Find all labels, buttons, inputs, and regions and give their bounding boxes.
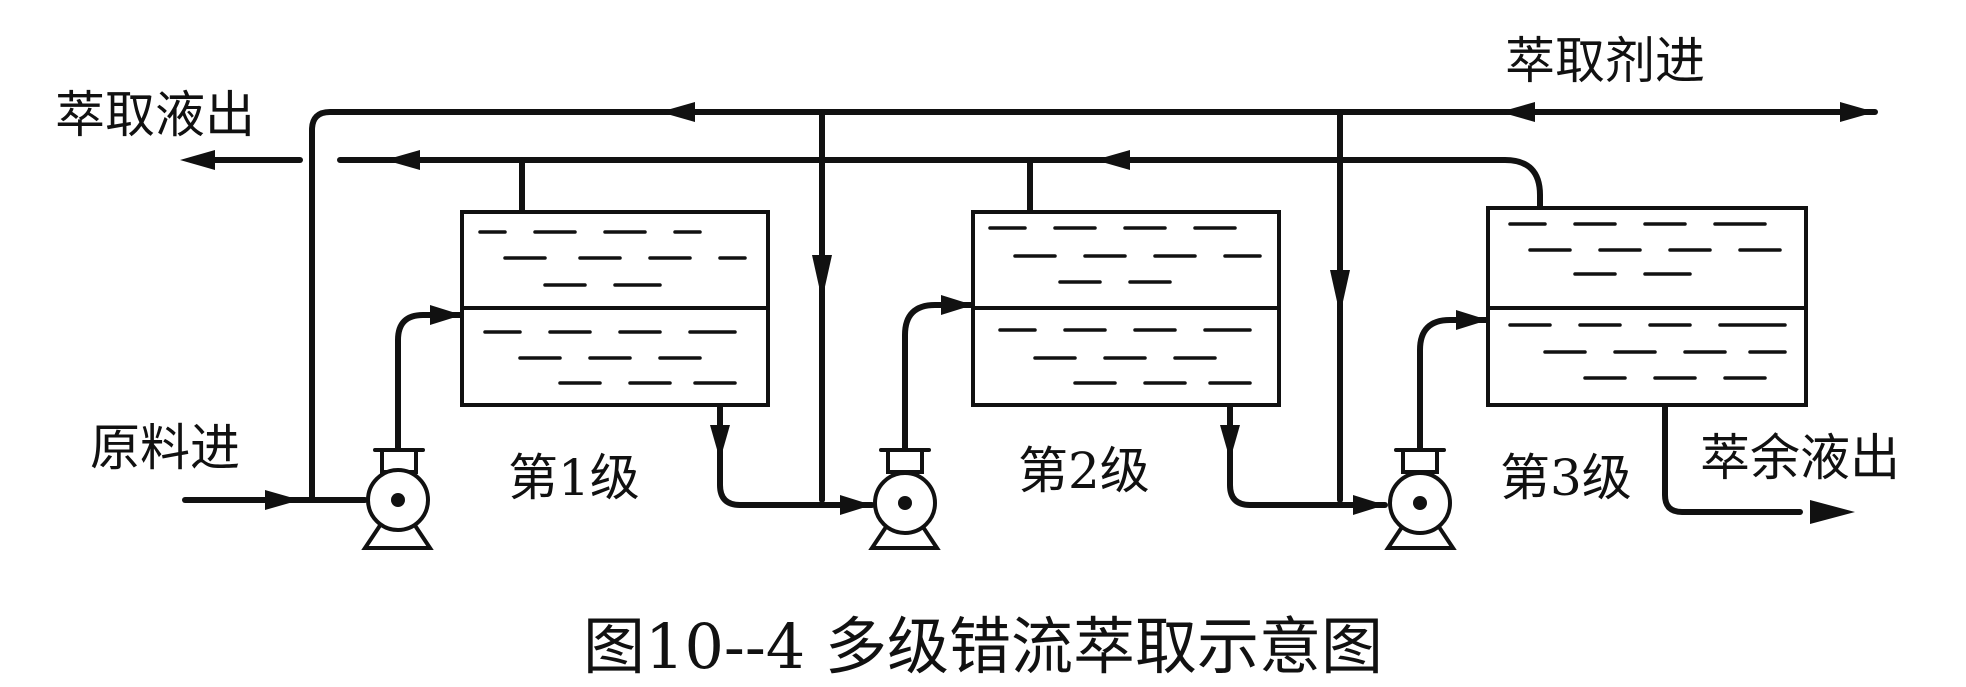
- stage2-down-arrow: [1220, 425, 1240, 460]
- extract-out-arrow: [180, 150, 215, 170]
- stage1-down-arrow: [710, 425, 730, 460]
- solvent-header-arrow-1: [660, 102, 695, 122]
- stage3-upper-liquid: [1508, 222, 1782, 276]
- raffinate-out-label: 萃余液出: [1700, 429, 1900, 487]
- stage1-lower-liquid: [483, 330, 737, 385]
- figure-caption: 图10--4 多级错流萃取示意图: [583, 610, 1383, 683]
- pump1-outlet-pipe: [395, 312, 465, 473]
- stage3-lower-liquid: [1508, 323, 1787, 380]
- solvent-drop-1-arrow: [812, 255, 832, 300]
- pump1-to-tank-arrow: [430, 305, 462, 325]
- pump-3-icon: [1384, 448, 1457, 550]
- pump2-outlet-pipe: [902, 302, 976, 473]
- stage2-to-pump3-arrow: [1353, 495, 1385, 515]
- stage1-upper-liquid: [478, 230, 747, 287]
- stage2-label: 第2级: [1018, 442, 1150, 500]
- pump3-outlet-pipe: [1417, 317, 1491, 473]
- extract-collector-pipe: [337, 157, 1543, 211]
- pump-2-icon: [868, 448, 941, 550]
- stage2-tank: [971, 210, 1281, 407]
- stage3-label: 第3级: [1500, 449, 1632, 507]
- pump3-to-tank-arrow: [1456, 310, 1488, 330]
- pump-1-icon: [361, 448, 434, 550]
- extract-collector-arrow-2: [1095, 150, 1130, 170]
- stage3-tank: [1486, 206, 1808, 407]
- stage1-label: 第1级: [508, 449, 640, 507]
- stage1-to-pump2-arrow: [840, 495, 872, 515]
- stage2-lower-liquid: [998, 328, 1252, 385]
- solvent-header-pipe: [309, 109, 1878, 503]
- solvent-drop-2-arrow: [1330, 270, 1350, 315]
- extract-collector-arrow-1: [385, 150, 420, 170]
- solvent-header-arrow-2: [1500, 102, 1535, 122]
- solvent-in-arrow: [1840, 102, 1875, 122]
- stage1-tank: [460, 210, 770, 407]
- raffinate-outlet-pipe: [1662, 402, 1803, 515]
- raffinate-out-arrow: [1810, 500, 1855, 524]
- extract-out-label: 萃取液出: [55, 86, 255, 144]
- feed-in-arrow: [265, 490, 300, 510]
- stage2-upper-liquid: [988, 226, 1262, 284]
- solvent-in-label: 萃取剂进: [1505, 32, 1705, 90]
- feed-in-label: 原料进: [90, 419, 240, 477]
- stage1-raffinate-pipe: [717, 402, 875, 508]
- pump2-to-tank-arrow: [941, 295, 973, 315]
- stage2-raffinate-pipe: [1227, 402, 1388, 508]
